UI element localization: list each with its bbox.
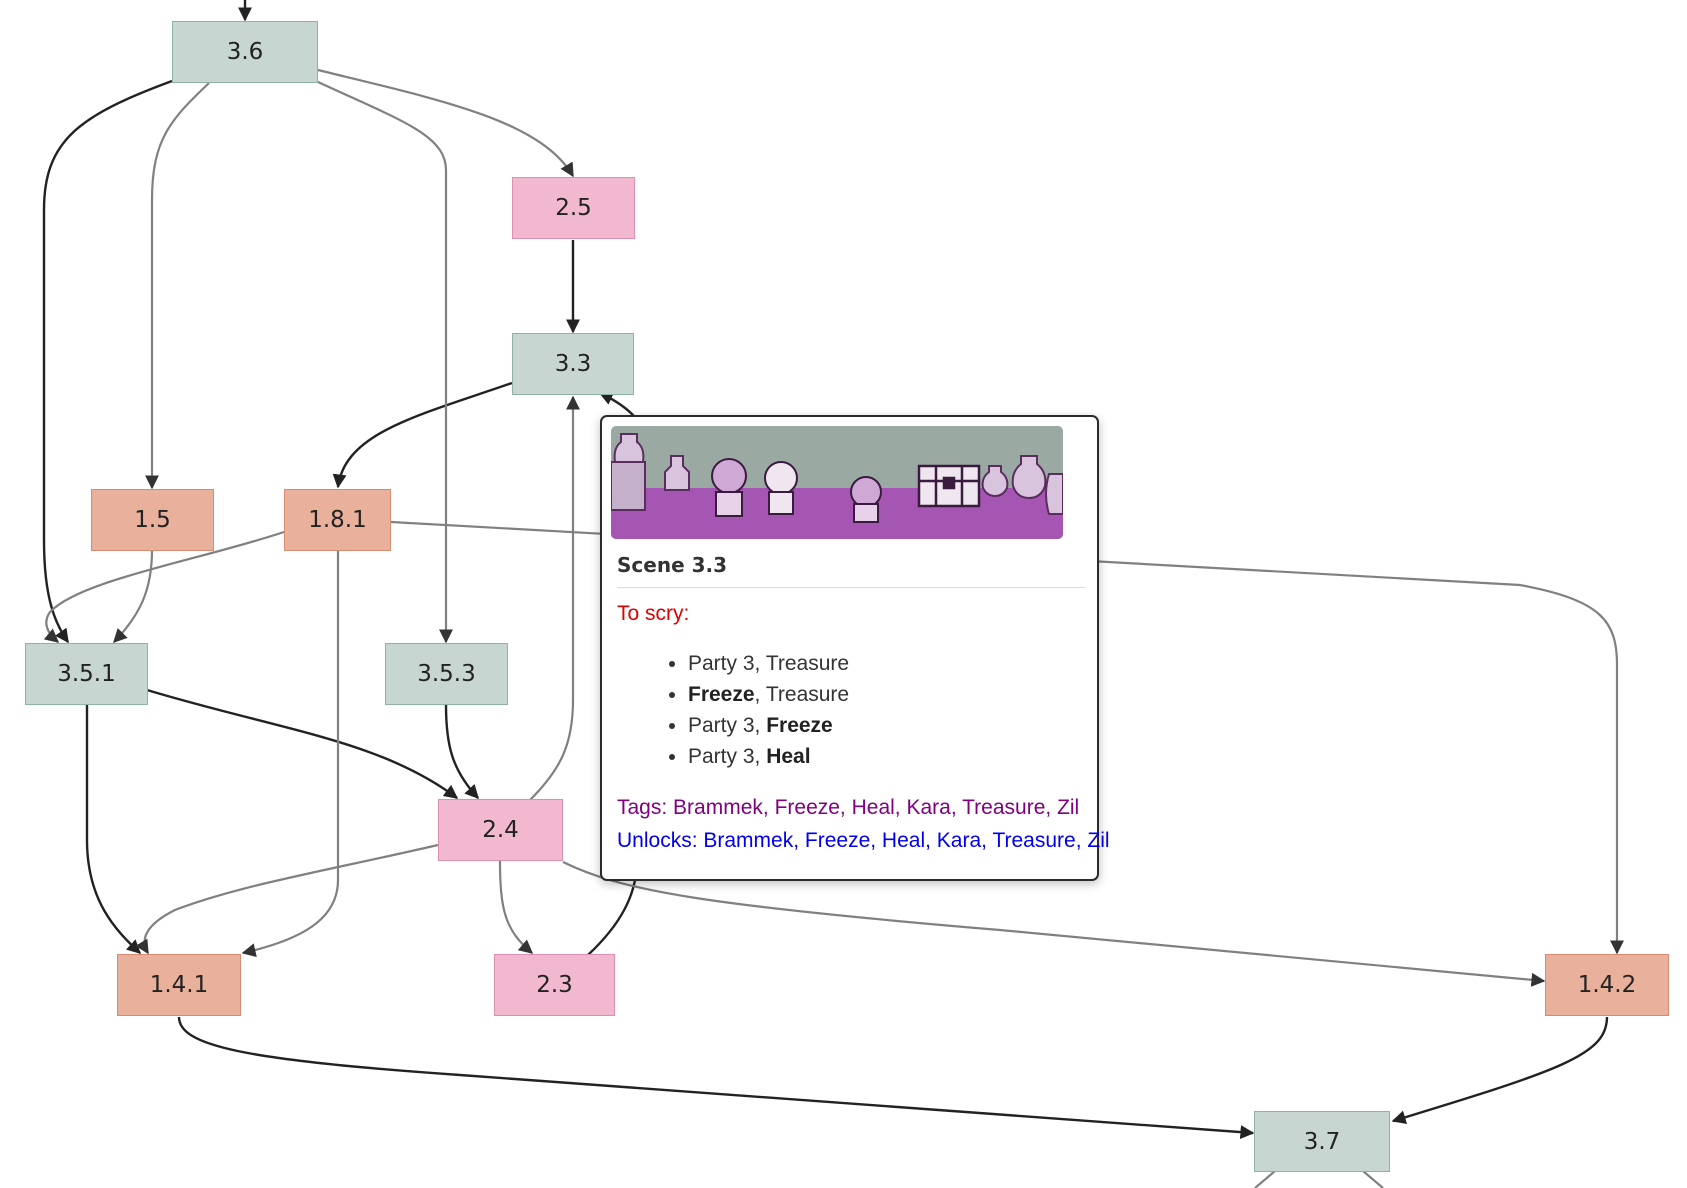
edge-2.4-to-3.3 <box>529 395 580 801</box>
edge-2.4-to-1.4.2 <box>562 861 1546 987</box>
scry-requirement-item: Freeze, Treasure <box>688 679 1083 710</box>
requirement-part: Party 3 <box>688 714 755 737</box>
requirement-separator: , <box>754 683 766 706</box>
scry-requirement-item: Party 3, Freeze <box>688 710 1083 741</box>
unlocks-item[interactable]: Treasure <box>992 829 1076 852</box>
requirement-part: Treasure <box>765 683 850 706</box>
scene-node-3.5.3[interactable]: 3.5.3 <box>385 643 508 705</box>
tags-item: Heal <box>851 796 895 819</box>
tags-item: Freeze <box>774 796 840 819</box>
requirement-part: Freeze <box>688 683 755 706</box>
tags-item: Kara <box>906 796 951 819</box>
scene-node-1.5[interactable]: 1.5 <box>91 489 214 551</box>
edge-1.8.1-to-1.4.1 <box>241 550 340 958</box>
edge-3.5.1-to-2.4 <box>146 688 459 799</box>
scry-requirement-item: Party 3, Treasure <box>688 648 1083 679</box>
unlocks-line: Unlocks: Brammek, Freeze, Heal, Kara, Tr… <box>617 829 1110 853</box>
tags-item: Brammek <box>673 796 763 819</box>
scry-label: To scry: <box>617 602 690 625</box>
edge-1.8.1-to-1.4.2 <box>390 520 1624 955</box>
tags-line: Tags: Brammek, Freeze, Heal, Kara, Treas… <box>617 796 1083 820</box>
scene-tooltip: Scene 3.3 To scry: Party 3, TreasureFree… <box>600 415 1110 881</box>
unlocks-item[interactable]: Kara <box>936 829 982 852</box>
edge-3.6-to-3.5.3 <box>317 81 453 644</box>
tags-values: Brammek, Freeze, Heal, Kara, Treasure, Z… <box>673 796 1080 819</box>
edge-3.5.1-to-1.4.1 <box>85 705 142 954</box>
scene-node-3.7[interactable]: 3.7 <box>1254 1111 1390 1172</box>
edge-3.6-to-2.5 <box>317 68 574 178</box>
scene-node-2.3[interactable]: 2.3 <box>494 954 615 1016</box>
tooltip-title: Scene 3.3 <box>617 553 1086 588</box>
edge-1.4.1-to-3.7 <box>177 1016 1255 1140</box>
scene-node-2.5[interactable]: 2.5 <box>512 177 635 239</box>
scene-node-3.6[interactable]: 3.6 <box>172 21 318 83</box>
scene-node-3.5.1[interactable]: 3.5.1 <box>25 643 148 705</box>
edge-3.6-to-1.5 <box>145 82 210 490</box>
unlocks-item[interactable]: Freeze <box>804 829 871 852</box>
scene-node-1.4.2[interactable]: 1.4.2 <box>1545 954 1669 1016</box>
edge-3.7-out-left <box>1254 1170 1276 1188</box>
scry-requirements-list: Party 3, TreasureFreeze, TreasureParty 3… <box>611 648 1083 772</box>
tags-item: Treasure <box>962 796 1046 819</box>
tags-item: Zil <box>1057 796 1080 819</box>
unlocks-item[interactable]: Zil <box>1087 829 1110 852</box>
edge-3.7-out-right <box>1362 1170 1384 1188</box>
requirement-separator: , <box>754 745 767 768</box>
requirement-part: Heal <box>766 745 811 768</box>
edge-1.5-to-3.5.1 <box>113 549 154 644</box>
scry-requirement-item: Party 3, Heal <box>688 741 1083 772</box>
edge-3.5.3-to-2.4 <box>444 704 479 800</box>
requirement-separator: , <box>754 652 766 675</box>
scene-node-1.4.1[interactable]: 1.4.1 <box>117 954 241 1016</box>
unlocks-item[interactable]: Brammek <box>703 829 794 852</box>
scene-node-3.3[interactable]: 3.3 <box>512 333 634 395</box>
edge-3.6-to-3.5.1 <box>42 79 173 644</box>
requirement-part: Treasure <box>765 652 850 675</box>
requirement-part: Freeze <box>766 714 833 737</box>
edge-1.4.2-to-3.7 <box>1391 1016 1609 1125</box>
scene-node-1.8.1[interactable]: 1.8.1 <box>284 489 391 551</box>
unlocks-label: Unlocks: <box>617 829 704 852</box>
unlocks-values: Brammek, Freeze, Heal, Kara, Treasure, Z… <box>703 829 1110 852</box>
edge-3.3-to-1.8.1 <box>332 381 513 489</box>
scene-node-2.4[interactable]: 2.4 <box>438 799 563 861</box>
unlocks-item[interactable]: Heal <box>881 829 926 852</box>
tags-label: Tags: <box>617 796 674 819</box>
requirement-separator: , <box>754 714 767 737</box>
edge-2.4-to-1.4.1 <box>135 843 439 955</box>
requirement-part: Party 3 <box>688 745 755 768</box>
edge-2.4-to-2.3 <box>498 859 534 954</box>
edge-1.8.1-to-3.5.1 <box>43 530 285 643</box>
requirement-part: Party 3 <box>688 652 755 675</box>
pixel-art-scene-image <box>611 426 1063 539</box>
